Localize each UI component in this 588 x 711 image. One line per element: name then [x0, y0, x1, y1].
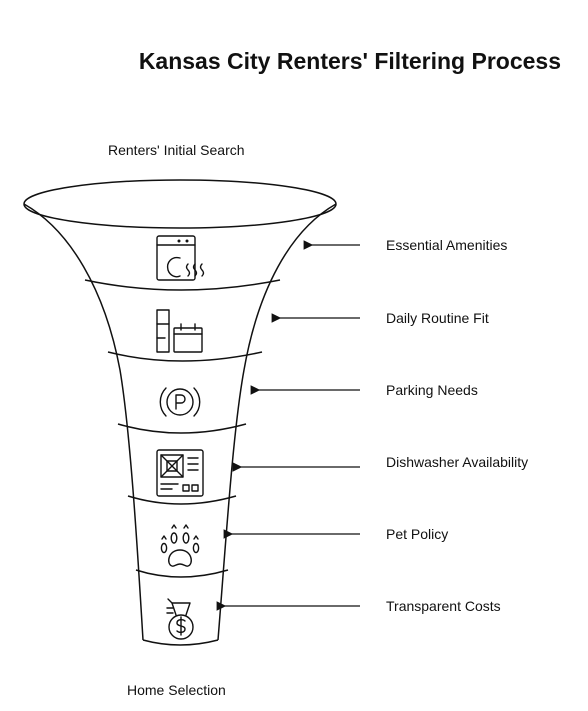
- stage-arrows: [216, 240, 360, 611]
- diagram-title: Kansas City Renters' Filtering Process: [138, 48, 561, 74]
- funnel-bottom-edge: [142, 639, 219, 646]
- funnel-outline: [23, 179, 337, 646]
- washing-machine-icon: [156, 235, 205, 281]
- stage-label-essential-amenities: Essential Amenities: [386, 237, 508, 253]
- funnel-right-edge: [217, 203, 337, 641]
- band-separator-5: [135, 569, 229, 578]
- band-separator-4: [127, 495, 237, 505]
- stage-label-dishwasher-availability: Dishwasher Availability: [386, 454, 529, 470]
- band-separator-1: [84, 279, 281, 291]
- band-separator-3: [117, 423, 247, 434]
- parking-icon: [159, 387, 201, 417]
- paw-icon: [160, 524, 200, 567]
- funnel-bottom-label: Home Selection: [127, 682, 226, 698]
- band-separator-2: [107, 351, 263, 362]
- funnel-top-label: Renters' Initial Search: [108, 142, 245, 158]
- funnel-left-edge: [23, 203, 144, 641]
- stage-label-transparent-costs: Transparent Costs: [386, 598, 501, 614]
- stage-label-pet-policy: Pet Policy: [386, 526, 449, 542]
- money-bag-icon: [166, 598, 194, 640]
- calendar-routine-icon: [156, 309, 203, 353]
- dishwasher-icon: [156, 449, 204, 497]
- stage-label-daily-routine-fit: Daily Routine Fit: [386, 310, 489, 326]
- stage-label-parking-needs: Parking Needs: [386, 382, 478, 398]
- funnel-rim: [23, 179, 337, 229]
